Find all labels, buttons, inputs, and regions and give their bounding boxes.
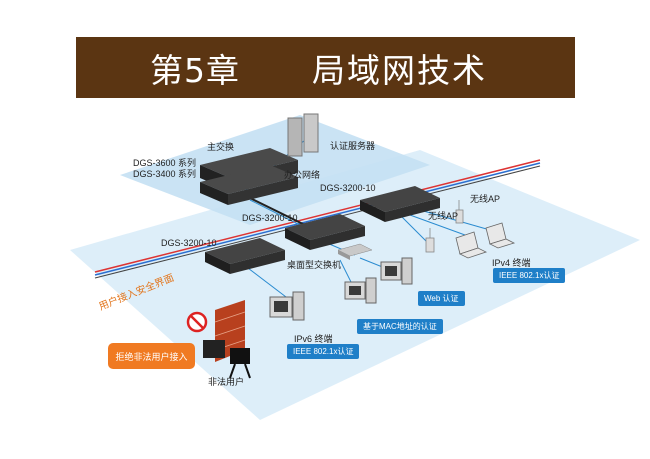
- dgs3600-label: DGS-3600 系列: [133, 158, 197, 168]
- auth-server-label: 认证服务器: [330, 141, 376, 151]
- desktop-switch-label: 桌面型交换机: [287, 260, 342, 270]
- chapter-topic: 局域网技术: [312, 51, 487, 90]
- laptop-icon: [455, 222, 516, 259]
- desktop-switch-icon: [337, 243, 373, 260]
- dgs3200-left-label: DGS-3200-10: [161, 238, 217, 248]
- main-switch-icon: [200, 148, 298, 205]
- office-network-label: 办公网络: [284, 170, 321, 180]
- dgs3200-top-label: DGS-3200-10: [320, 183, 376, 193]
- dgs3200-mid-label: DGS-3200-10: [242, 213, 298, 223]
- dgs3400-label: DGS-3400 系列: [133, 169, 197, 179]
- title-bar: [76, 37, 575, 98]
- illegal-user-label: 非法用户: [208, 377, 245, 387]
- ipv6-terminal-label: IPv6 终端: [294, 334, 333, 344]
- switch-left-icon: [205, 238, 285, 274]
- reject-illegal-warning: 拒绝非法用户接入: [108, 343, 195, 369]
- mac-auth-badge: 基于MAC地址的认证: [357, 319, 443, 334]
- uplink-cable: [249, 197, 306, 226]
- web-auth-badge: Web 认证: [418, 291, 465, 306]
- wireless-ap-icon: [425, 200, 464, 253]
- main-switch-label: 主交换: [207, 142, 235, 152]
- chapter-title: 第5章: [150, 51, 240, 90]
- ipv4-auth-badge: IEEE 802.1x认证: [493, 268, 566, 283]
- server-icon: [287, 113, 319, 157]
- wireless-ap-label-2: 无线AP: [428, 211, 459, 221]
- forbidden-icon: [186, 311, 208, 333]
- desktop-pc-icon: [269, 257, 413, 321]
- ipv4-terminal-label: IPv4 终端: [492, 258, 531, 268]
- switch-top-icon: [360, 186, 440, 222]
- illegal-user-icon: [203, 340, 251, 379]
- ipv6-auth-badge: IEEE 802.1x认证: [287, 344, 360, 359]
- wireless-ap-label-1: 无线AP: [470, 194, 501, 204]
- switch-mid-icon: [285, 214, 365, 250]
